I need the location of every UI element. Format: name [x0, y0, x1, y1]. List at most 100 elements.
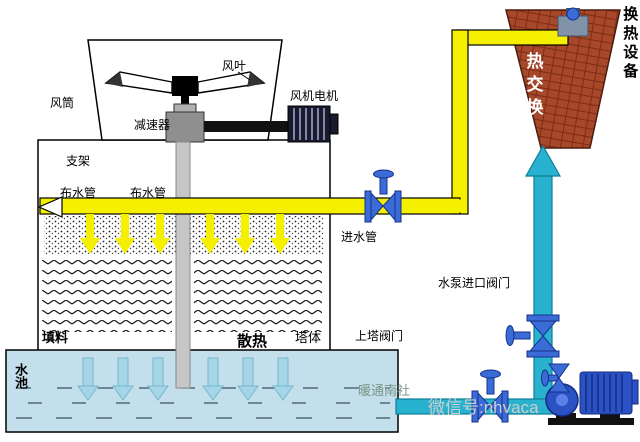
- pipe-joint: [453, 31, 467, 44]
- spray-arrow-head: [150, 238, 170, 254]
- valve-stem: [379, 175, 388, 195]
- spray-arrow: [121, 214, 129, 240]
- spray-arrow-head: [115, 238, 135, 254]
- fan-assembly: [104, 71, 266, 118]
- water-arrow: [277, 357, 289, 387]
- water-arrow: [242, 357, 254, 387]
- water-arrow-head: [272, 385, 294, 401]
- label-dist-pipe-right: 布水管: [130, 186, 167, 200]
- valve-flange: [526, 314, 560, 322]
- valve-body: [370, 191, 384, 222]
- fan-blade-right-tip: [247, 72, 264, 87]
- label-reducer: 减速器: [134, 118, 171, 132]
- cooled-water-arrows: [77, 357, 294, 401]
- pool-basin: [5, 349, 399, 433]
- pump-discharge-valve: [541, 363, 570, 393]
- valve-handwheel-icon: [373, 169, 394, 179]
- spray-arrow-head: [235, 238, 255, 254]
- tower-inlet-valve: [364, 169, 402, 223]
- spray-arrow: [156, 214, 164, 240]
- pump-motor-cap: [631, 379, 639, 405]
- valve-body: [477, 391, 491, 422]
- valve-stem: [511, 331, 531, 340]
- drive-shaft-bar: [204, 121, 290, 132]
- valve-body: [548, 377, 570, 393]
- label-frame: 支架: [66, 154, 91, 168]
- flow-arrow-left: [37, 196, 63, 218]
- exchanger-inlet-valve: [557, 7, 589, 37]
- fan-hub: [172, 76, 198, 96]
- valve-body: [528, 335, 558, 352]
- label-tower-body: 塔体: [295, 330, 322, 345]
- fill-pack-left: [42, 256, 172, 332]
- spray-arrow: [276, 214, 284, 240]
- water-arrow-head: [202, 385, 224, 401]
- valve-body: [489, 391, 503, 422]
- valve-handwheel-icon: [480, 369, 501, 379]
- spray-arrow-head: [80, 238, 100, 254]
- water-arrow: [82, 357, 94, 387]
- fan-motor-fins: [293, 108, 325, 140]
- pump-volute-hub: [556, 394, 568, 406]
- water-arrow-head: [112, 385, 134, 401]
- fan-blade-left-tip: [106, 72, 123, 87]
- spray-arrow: [206, 214, 214, 240]
- fill-pack-right: [194, 256, 322, 332]
- pump-motor: [579, 371, 633, 415]
- fan-motor-cap: [329, 113, 339, 135]
- water-pump: [545, 371, 639, 425]
- label-fan-blade: 风叶: [222, 59, 247, 73]
- label-heat-dissipation: 散热: [237, 333, 268, 350]
- label-dist-pipe-left: 布水管: [60, 186, 97, 200]
- riser-flow-arrow: [524, 144, 562, 177]
- hot-pipe-downcomer: [451, 29, 469, 215]
- pump-base: [548, 418, 634, 425]
- label-pool: 水池: [12, 363, 28, 389]
- valve-flange: [394, 190, 402, 223]
- pump-inlet-valve: [471, 369, 509, 423]
- valve-handwheel-icon: [505, 325, 515, 346]
- valves: [364, 169, 570, 423]
- valve-flange: [364, 190, 372, 223]
- upper-tower-valve: [505, 314, 560, 358]
- pump-motor-fins: [585, 374, 623, 412]
- label-inlet-pipe: 进水管: [341, 230, 378, 244]
- water-pool: [5, 349, 399, 433]
- hot-pipe-top-run: [455, 29, 569, 46]
- valve-flange: [526, 350, 560, 358]
- label-pump-inlet-valve: 水泵进口阀门: [438, 276, 511, 290]
- valve-handwheel-icon: [541, 369, 549, 387]
- drive-column: [175, 141, 191, 389]
- label-fill: 填料: [42, 330, 69, 345]
- spray-arrow: [86, 214, 94, 240]
- hot-water-piping: [37, 29, 569, 254]
- pipe-joint: [453, 199, 467, 213]
- spray-arrow-head: [270, 238, 290, 254]
- label-fan-duct: 风筒: [50, 96, 75, 110]
- label-heat-exchange: 热交换: [523, 52, 543, 121]
- water-arrow-head: [77, 385, 99, 401]
- label-heat-exchange-equipment: 换热设备: [621, 6, 639, 82]
- watermark-wechat: 微信号:nhvaca: [428, 398, 539, 417]
- fitting-handwheel-icon: [566, 7, 580, 21]
- pump-foot: [600, 413, 620, 419]
- water-arrow: [152, 357, 164, 387]
- watermark-brand: 暖通南社: [358, 383, 411, 398]
- reducer-body: [165, 111, 205, 143]
- water-arrow-head: [147, 385, 169, 401]
- reducer-top: [173, 103, 197, 113]
- spray-arrow: [241, 214, 249, 240]
- valve-body: [382, 191, 396, 222]
- valve-body: [548, 363, 570, 379]
- valve-stem: [486, 375, 495, 395]
- spray-arrow-head: [200, 238, 220, 254]
- fan-blade-leader-line: [237, 71, 251, 81]
- fan-motor: [287, 105, 339, 143]
- water-arrow: [117, 357, 129, 387]
- valve-body: [528, 320, 558, 337]
- hot-water-spray-arrows: [80, 214, 290, 254]
- water-arrow-head: [237, 385, 259, 401]
- label-fan-motor: 风机电机: [290, 89, 339, 103]
